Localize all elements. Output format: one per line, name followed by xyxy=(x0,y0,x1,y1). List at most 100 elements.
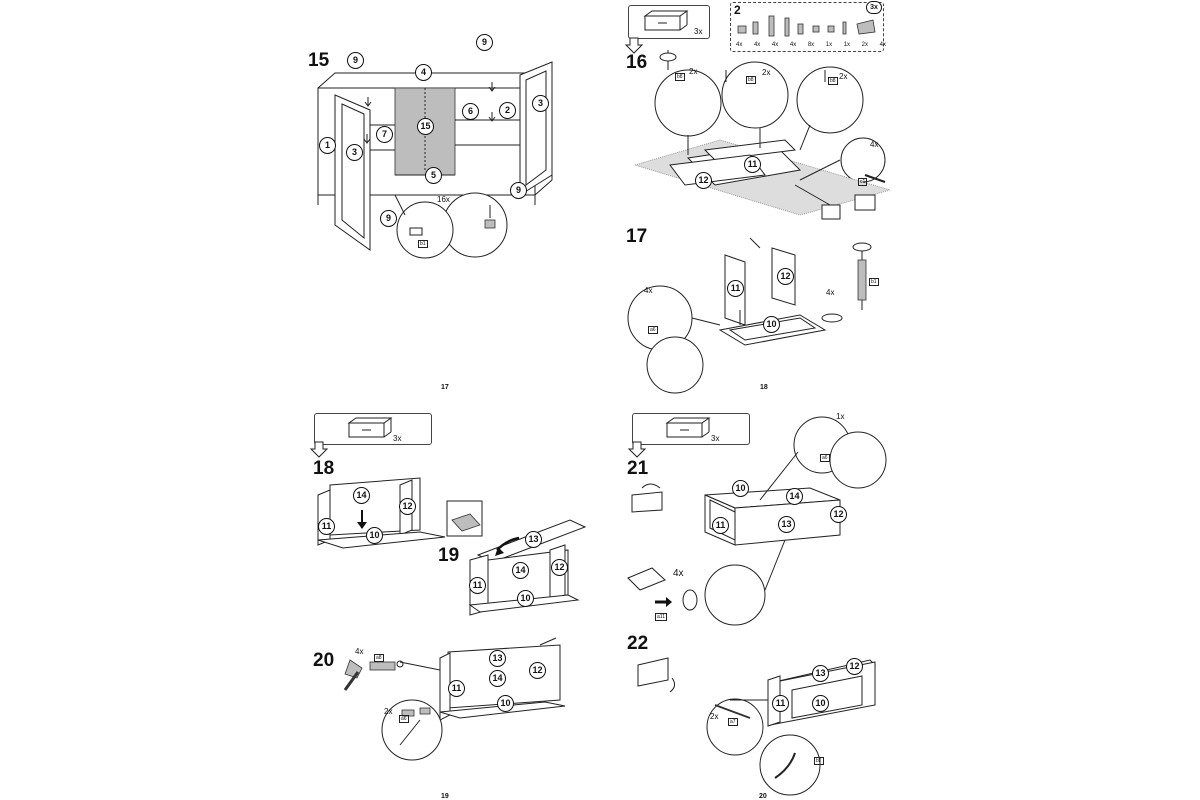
callout-part-11: 11 xyxy=(469,577,486,594)
quantity-label: 4x xyxy=(826,288,835,297)
hardware-count: 2x xyxy=(861,42,869,48)
part-tag: a7 xyxy=(728,718,738,726)
step-number: 17 xyxy=(626,226,648,247)
page-number: 17 xyxy=(441,384,449,391)
hardware-count: 1x xyxy=(825,42,833,48)
callout-part-3: 3 xyxy=(346,144,363,161)
step-number: 20 xyxy=(313,650,335,671)
callout-part-11: 11 xyxy=(727,280,744,297)
down-arrow-icon xyxy=(627,441,647,458)
manual-page-18: 3x 2 3x 4x 4x 4x 4x 8x 1x 1x 2x 4x 16 xyxy=(600,0,1200,400)
part-tag: b1 xyxy=(418,240,428,248)
part-tag: b8 xyxy=(675,73,685,81)
down-arrow-icon xyxy=(309,441,329,458)
cabinet-illustration xyxy=(317,61,553,259)
manual-page-17: 15 9 4 9 3 2 xyxy=(0,0,600,400)
callout-part-10: 10 xyxy=(732,480,749,497)
callout-part-10: 10 xyxy=(763,316,780,333)
callout-part-12: 12 xyxy=(529,662,546,679)
callout-part-14: 14 xyxy=(489,670,506,687)
drawer-icon xyxy=(665,417,711,438)
callout-part-11: 11 xyxy=(772,695,789,712)
callout-part-13: 13 xyxy=(489,650,506,667)
header-quantity: 3x xyxy=(694,27,703,36)
callout-part-12: 12 xyxy=(695,172,712,189)
callout-part-13: 13 xyxy=(812,665,829,682)
step-number: 16 xyxy=(626,52,648,73)
hardware-count: 4x xyxy=(789,42,797,48)
part-tag: b2 xyxy=(814,757,824,765)
drawer-icon xyxy=(643,10,689,31)
step16-illustration xyxy=(633,50,892,220)
page-number: 19 xyxy=(441,793,449,800)
callout-part-9: 9 xyxy=(347,52,364,69)
callout-part-11: 11 xyxy=(318,518,335,535)
callout-part-14: 14 xyxy=(353,487,370,504)
part-tag: b8 xyxy=(828,77,838,85)
hardware-count: 1x xyxy=(843,42,851,48)
step-number: 18 xyxy=(313,458,335,479)
callout-part-10: 10 xyxy=(812,695,829,712)
step20-illustration xyxy=(343,637,566,761)
manual-page-20: 3x 21 10 14 13 12 11 1x 4x a6 a11 22 xyxy=(600,400,1200,800)
part-tag: a11 xyxy=(655,613,667,621)
step22-illustration xyxy=(637,657,876,796)
page-number: 18 xyxy=(760,384,768,391)
callout-part-10: 10 xyxy=(517,590,534,607)
quantity-label: 4x xyxy=(673,568,684,579)
callout-part-11: 11 xyxy=(448,680,465,697)
callout-part-7: 7 xyxy=(376,126,393,143)
callout-part-9: 9 xyxy=(510,182,527,199)
quantity-label: 4x xyxy=(644,286,653,295)
drawer-icon xyxy=(347,417,393,438)
part-tag: a8 xyxy=(374,654,384,662)
callout-part-4: 4 xyxy=(415,64,432,81)
part-tag: a6 xyxy=(820,454,830,462)
hardware-count: 4x xyxy=(771,42,779,48)
callout-part-11: 11 xyxy=(744,156,761,173)
part-tag: a6 xyxy=(648,326,658,334)
callout-part-5: 5 xyxy=(425,167,442,184)
hardware-count: 8x xyxy=(807,42,815,48)
quantity-label: 4x xyxy=(870,140,879,149)
quantity-label: 2x xyxy=(839,72,848,81)
callout-part-12: 12 xyxy=(777,268,794,285)
callout-part-9: 9 xyxy=(380,210,397,227)
part-tag: b1 xyxy=(869,278,879,286)
callout-part-15: 15 xyxy=(417,118,434,135)
callout-part-1: 1 xyxy=(319,137,336,154)
quantity-label: 2x xyxy=(384,707,393,716)
quantity-label: 2x xyxy=(689,67,698,76)
header-quantity: 3x xyxy=(711,434,720,443)
step-number: 22 xyxy=(627,633,649,654)
step-number: 19 xyxy=(438,545,460,566)
callout-part-12: 12 xyxy=(551,559,568,576)
hardware-parts-icon xyxy=(737,15,876,37)
callout-part-14: 14 xyxy=(786,488,803,505)
quantity-label: 4x xyxy=(355,647,364,656)
callout-part-12: 12 xyxy=(399,498,416,515)
quantity-label: 1x xyxy=(836,412,845,421)
part-tag: a6 xyxy=(399,715,409,723)
callout-part-9: 9 xyxy=(476,34,493,51)
step-number: 15 xyxy=(308,50,330,71)
manual-page-19: 3x 18 14 12 11 10 19 13 14 12 11 10 20 xyxy=(0,400,600,800)
quantity-label: 16x xyxy=(437,195,450,204)
hardware-label: 2 xyxy=(734,3,741,17)
hardware-count: 4x xyxy=(753,42,761,48)
callout-part-12: 12 xyxy=(830,506,847,523)
hardware-count: 4x xyxy=(736,42,743,48)
hardware-count: 4x xyxy=(879,42,886,48)
page-number: 20 xyxy=(759,793,767,800)
header-quantity: 3x xyxy=(393,434,402,443)
callout-part-13: 13 xyxy=(525,531,542,548)
part-tag: b8 xyxy=(746,76,756,84)
callout-part-6: 6 xyxy=(462,103,479,120)
callout-part-13: 13 xyxy=(778,516,795,533)
part-tag: c1 xyxy=(858,178,868,186)
step-number: 21 xyxy=(627,458,649,479)
callout-part-14: 14 xyxy=(512,562,529,579)
step17-illustration xyxy=(627,237,872,394)
callout-part-2: 2 xyxy=(499,102,516,119)
hardware-count-row: 4x 4x 4x 4x 8x 1x 1x 2x 4x xyxy=(736,42,886,48)
